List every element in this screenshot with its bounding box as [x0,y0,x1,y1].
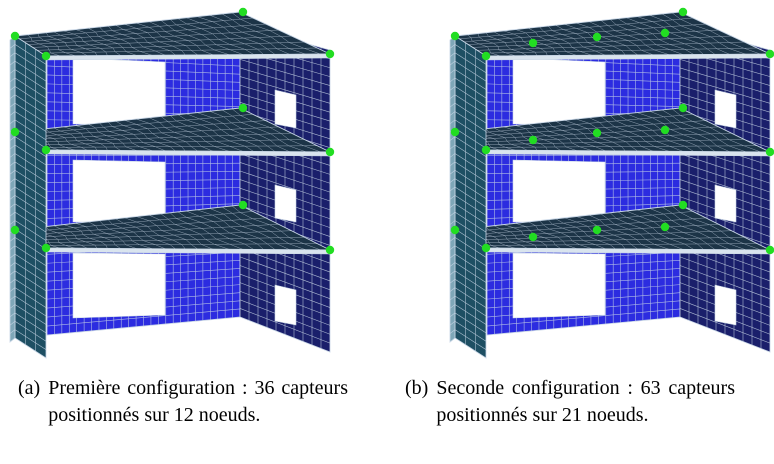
caption-b: (b) Seconde configuration : 63 capteurs … [405,375,735,429]
sensor-node-18 [765,245,774,255]
sensor-node-5 [528,38,538,48]
sensor-node-9 [481,145,491,155]
caption-b-label: (b) [405,377,429,399]
opening-0 [512,57,606,126]
window-2 [274,284,297,326]
window-0 [274,89,297,129]
window-1 [714,184,737,223]
window-2 [714,284,737,326]
opening-2 [72,252,166,319]
sensor-group [450,7,774,255]
sensor-node-13 [592,128,602,138]
sensor-node-10 [41,243,51,253]
figure-b: (b) Seconde configuration : 63 capteurs … [387,0,774,464]
sensor-node-1 [450,31,460,41]
caption-a: (a) Première configuration : 36 capteurs… [18,375,348,429]
sensor-node-4 [765,49,774,59]
sensor-node-19 [528,232,538,242]
sensor-node-7 [660,28,670,38]
sensor-group [10,7,335,255]
sensor-node-16 [481,243,491,253]
sensor-node-8 [325,147,335,157]
building-mesh-b [449,7,774,359]
window-0 [714,89,737,129]
opening-1 [72,159,166,223]
caption-a-text: Première configuration : 36 capteurs pos… [48,377,348,426]
sensor-node-3 [678,7,688,17]
sensor-node-11 [238,200,248,210]
caption-b-text: Seconde configuration : 63 capteurs posi… [436,377,735,426]
sensor-node-20 [592,225,602,235]
sensor-node-7 [238,103,248,113]
sensor-node-10 [678,103,688,113]
sensor-node-1 [10,31,20,41]
sensor-node-2 [481,51,491,61]
sensor-node-17 [678,200,688,210]
sensor-node-8 [450,127,460,137]
figure-a: (a) Première configuration : 36 capteurs… [9,7,348,429]
sensor-node-6 [41,145,51,155]
caption-a-label: (a) [18,377,41,399]
sensor-node-3 [238,7,248,17]
sensor-node-15 [450,225,460,235]
sensor-node-21 [660,222,670,232]
window-1 [274,184,297,223]
sensor-node-9 [10,225,20,235]
sensor-node-5 [10,127,20,137]
opening-0 [72,57,166,126]
sensor-node-11 [765,147,774,157]
sensor-node-12 [325,245,335,255]
sensor-node-14 [660,125,670,135]
sensor-node-12 [528,135,538,145]
sensor-node-2 [41,51,51,61]
sensor-node-4 [325,49,335,59]
opening-2 [512,252,606,319]
building-mesh-a [9,7,335,359]
sensor-node-6 [592,32,602,42]
opening-1 [512,159,606,223]
